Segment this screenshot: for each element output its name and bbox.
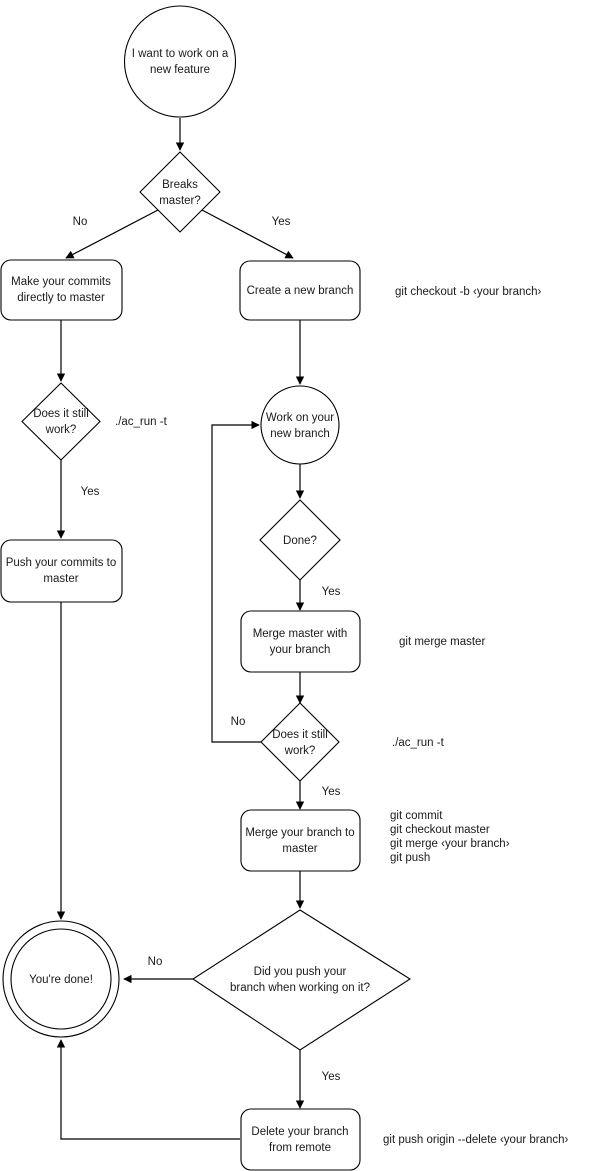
edge-label-did-push-no: No: [148, 956, 163, 968]
annotation-ac-run-second: ./ac_run -t: [392, 737, 445, 749]
start-label-line2: new feature: [150, 64, 210, 76]
edge-label-still-work-2-yes: Yes: [322, 786, 341, 798]
node-push-commits[interactable]: Push your commits to master: [0, 539, 123, 603]
edge-label-did-push-yes: Yes: [322, 1071, 341, 1083]
edge-still-work-2-no-loopback: [211, 420, 262, 743]
node-end-youre-done[interactable]: You're done!: [2, 920, 120, 1038]
node-done-question[interactable]: Done?: [259, 499, 341, 581]
annotation-git-push-origin-delete: git push origin --delete ‹your branch›: [383, 1134, 569, 1146]
edge-label-breaks-no: No: [73, 216, 88, 228]
node-did-you-push[interactable]: Did you push your branch when working on…: [191, 909, 412, 1051]
edge-label-done-yes: Yes: [322, 586, 341, 598]
annotations-layer: git checkout -b ‹your branch› ./ac_run -…: [115, 286, 569, 1146]
merge-master-label-line2: your branch: [270, 644, 331, 656]
node-does-it-still-work-2[interactable]: Does it still work?: [260, 702, 340, 782]
work-branch-circle-shape: [260, 385, 340, 465]
breaks-master-label-line2: master?: [159, 195, 201, 207]
start-circle-shape: [123, 5, 237, 118]
edge-breaks-yes-to-create-branch: [201, 209, 294, 259]
still-work-2-label-line2: work?: [284, 745, 316, 757]
still-work-2-label-line1: Does it still: [272, 729, 328, 741]
did-push-diamond-shape: [191, 909, 412, 1051]
node-create-branch[interactable]: Create a new branch: [239, 260, 361, 321]
still-work-1-diamond-shape: [21, 382, 101, 461]
done-diamond-shape: [259, 499, 341, 581]
delete-branch-label-line2: from remote: [269, 1142, 331, 1154]
node-does-it-still-work-1[interactable]: Does it still work?: [21, 382, 101, 461]
merge-branch-rect-shape: [240, 809, 361, 872]
delete-branch-label-line1: Delete your branch: [251, 1126, 348, 1138]
node-work-on-branch[interactable]: Work on your new branch: [260, 385, 340, 465]
edge-breaks-no-to-make-commits: [65, 209, 159, 259]
merge-branch-label-line2: master: [282, 843, 317, 855]
create-branch-label: Create a new branch: [247, 285, 354, 297]
work-branch-label-line1: Work on your: [266, 412, 334, 424]
edge-label-breaks-yes: Yes: [272, 216, 291, 228]
push-commits-rect-shape: [0, 539, 123, 603]
work-branch-label-line2: new branch: [270, 428, 329, 440]
did-push-label-line1: Did you push your: [254, 966, 347, 978]
node-delete-branch[interactable]: Delete your branch from remote: [240, 1108, 361, 1171]
annotation-git-checkout: git checkout -b ‹your branch›: [395, 286, 542, 298]
did-push-label-line2: branch when working on it?: [230, 982, 370, 994]
breaks-master-diamond-shape: [139, 151, 221, 233]
breaks-master-label-line1: Breaks: [162, 179, 198, 191]
node-merge-master[interactable]: Merge master with your branch: [240, 610, 361, 673]
make-commits-label-line2: directly to master: [17, 292, 105, 304]
make-commits-label-line1: Make your commits: [11, 276, 111, 288]
edges-layer: [56, 118, 305, 1140]
annotation-git-commit-line3: git merge ‹your branch›: [390, 838, 510, 850]
still-work-1-label-line1: Does it still: [33, 408, 89, 420]
done-label: Done?: [283, 535, 317, 547]
merge-master-rect-shape: [240, 610, 361, 673]
delete-branch-rect-shape: [240, 1108, 361, 1171]
end-label: You're done!: [29, 974, 93, 986]
annotation-git-merge-master: git merge master: [399, 636, 485, 648]
still-work-1-label-line2: work?: [45, 424, 77, 436]
edge-label-still-work-1-yes: Yes: [81, 486, 100, 498]
annotation-git-commit-line2: git checkout master: [390, 824, 490, 836]
node-merge-branch[interactable]: Merge your branch to master: [240, 809, 361, 872]
edge-labels-layer: No Yes Yes Yes No Yes No Yes: [73, 216, 341, 1083]
node-start[interactable]: I want to work on a new feature: [123, 5, 237, 118]
annotation-git-commit-line1: git commit: [390, 810, 443, 822]
end-inner-circle-shape: [10, 928, 112, 1030]
create-branch-rect-shape: [239, 260, 361, 321]
still-work-2-diamond-shape: [260, 702, 340, 782]
make-commits-rect-shape: [0, 259, 123, 321]
push-commits-label-line2: master: [43, 573, 78, 585]
annotation-git-commit-line4: git push: [390, 852, 430, 864]
edge-label-still-work-2-no: No: [231, 716, 246, 728]
node-breaks-master[interactable]: Breaks master?: [139, 151, 221, 233]
start-label-line1: I want to work on a: [132, 48, 229, 60]
push-commits-label-line1: Push your commits to: [6, 557, 117, 569]
annotation-ac-run-first: ./ac_run -t: [115, 416, 168, 428]
merge-branch-label-line1: Merge your branch to: [245, 827, 354, 839]
edge-delete-branch-to-end: [56, 1039, 240, 1140]
merge-master-label-line1: Merge master with: [253, 628, 348, 640]
node-make-commits[interactable]: Make your commits directly to master: [0, 259, 123, 321]
